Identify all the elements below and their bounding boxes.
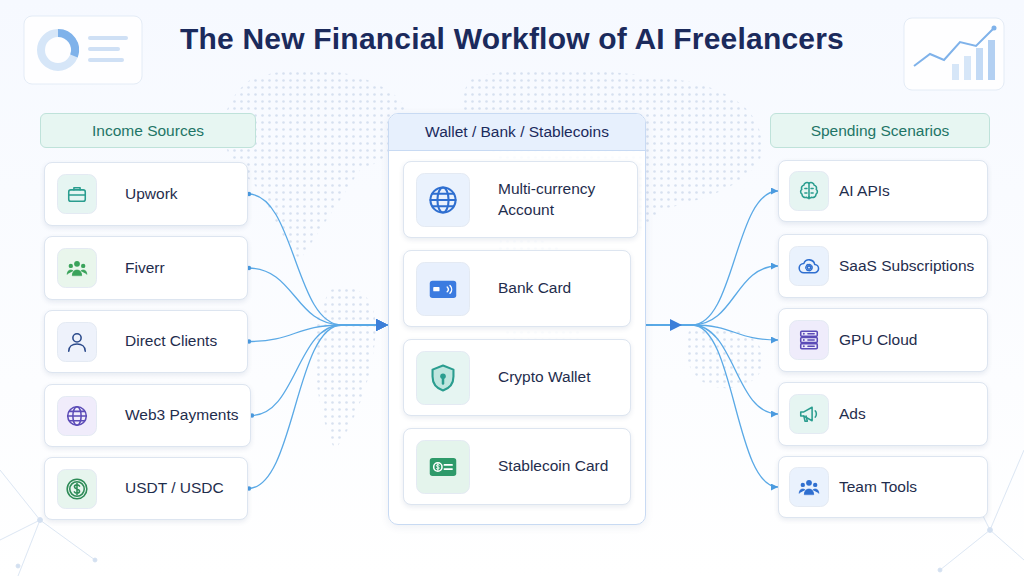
item-icon [57, 322, 97, 362]
group-panel: Income SourcesUpworkFiverrDirect Clients… [40, 113, 256, 523]
item-box: SaaS Subscriptions [778, 234, 988, 298]
world-map-dots [224, 68, 765, 450]
corner-donut-chart [24, 16, 142, 84]
item-label: Multi-currency Account [498, 179, 626, 219]
item-icon [416, 440, 470, 494]
item-icon [789, 320, 829, 360]
item-icon [416, 351, 470, 405]
item-box: Crypto Wallet [403, 339, 631, 416]
item-box: Ads [778, 382, 988, 446]
flow-connector [646, 325, 778, 414]
flow-connector [646, 325, 778, 487]
title-bar: The New Financial Workflow of AI Freelan… [0, 22, 1024, 56]
flow-connector [248, 325, 388, 342]
item-icon [57, 469, 97, 509]
item-box: Web3 Payments [44, 384, 251, 447]
item-box: Bank Card [403, 250, 631, 327]
flow-connector [248, 268, 388, 325]
group-panel: Spending Scenarios AI APIsSaaS Subscripti… [770, 113, 990, 523]
item-label: Crypto Wallet [498, 367, 590, 387]
item-label: Direct Clients [125, 331, 217, 351]
item-icon [57, 174, 97, 214]
flow-connector [646, 266, 778, 325]
item-icon [789, 171, 829, 211]
item-box: Upwork [44, 162, 248, 226]
item-icon [57, 396, 97, 436]
flow-connector [248, 194, 388, 325]
item-label: Web3 Payments [125, 405, 238, 425]
item-label: SaaS Subscriptions [839, 256, 974, 276]
item-icon [789, 246, 829, 286]
item-box: USDT / USDC [44, 457, 248, 520]
panel-heading: Wallet / Bank / Stablecoins [389, 114, 645, 151]
item-icon [789, 467, 829, 507]
item-label: AI APIs [839, 181, 890, 201]
item-label: GPU Cloud [839, 330, 917, 350]
panel-heading: Spending Scenarios [770, 113, 990, 148]
item-label: Fiverr [125, 258, 165, 278]
item-label: Team Tools [839, 477, 917, 497]
item-label: USDT / USDC [125, 478, 224, 498]
item-label: Stablecoin Card [498, 456, 608, 476]
item-box: AI APIs [778, 160, 988, 222]
item-box: Team Tools [778, 456, 988, 518]
group-panel: Wallet / Bank / StablecoinsMulti-currenc… [388, 113, 646, 525]
flow-connector [251, 325, 388, 416]
item-icon [416, 173, 470, 227]
flow-connector [248, 325, 388, 489]
item-icon [416, 262, 470, 316]
item-icon [789, 394, 829, 434]
item-box: Multi-currency Account [403, 161, 638, 238]
item-label: Bank Card [498, 278, 571, 298]
item-box: Fiverr [44, 236, 248, 300]
item-box: Direct Clients [44, 310, 248, 373]
panel-heading: Income Sources [40, 113, 256, 148]
item-icon [57, 248, 97, 288]
item-box: Stablecoin Card [403, 428, 631, 505]
item-label: Ads [839, 404, 866, 424]
corner-line-chart [904, 18, 1004, 90]
flow-connector [646, 191, 778, 325]
flow-arrow [670, 319, 682, 331]
item-label: Upwork [125, 184, 178, 204]
title: The New Financial Workflow of AI Freelan… [180, 22, 844, 56]
item-box: GPU Cloud [778, 308, 988, 372]
